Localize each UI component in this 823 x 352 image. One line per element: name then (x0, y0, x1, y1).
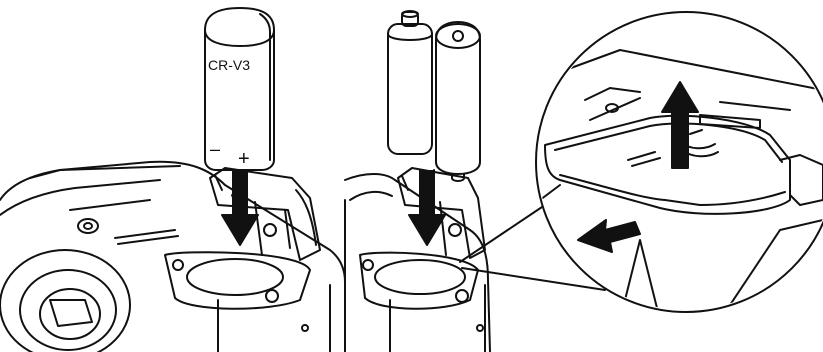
camera-left (0, 162, 345, 352)
camera-middle (345, 174, 490, 352)
battery-plus-label: + (238, 148, 250, 170)
battery-label: CR-V3 (208, 57, 250, 73)
aa-battery-1 (388, 11, 432, 154)
zoom-circle (520, 12, 823, 320)
battery-cover-open-middle (398, 168, 485, 258)
battery-minus-label: – (210, 139, 220, 159)
crv3-battery-pack: CR-V3 – + (205, 8, 274, 170)
aa-battery-2 (436, 22, 480, 181)
